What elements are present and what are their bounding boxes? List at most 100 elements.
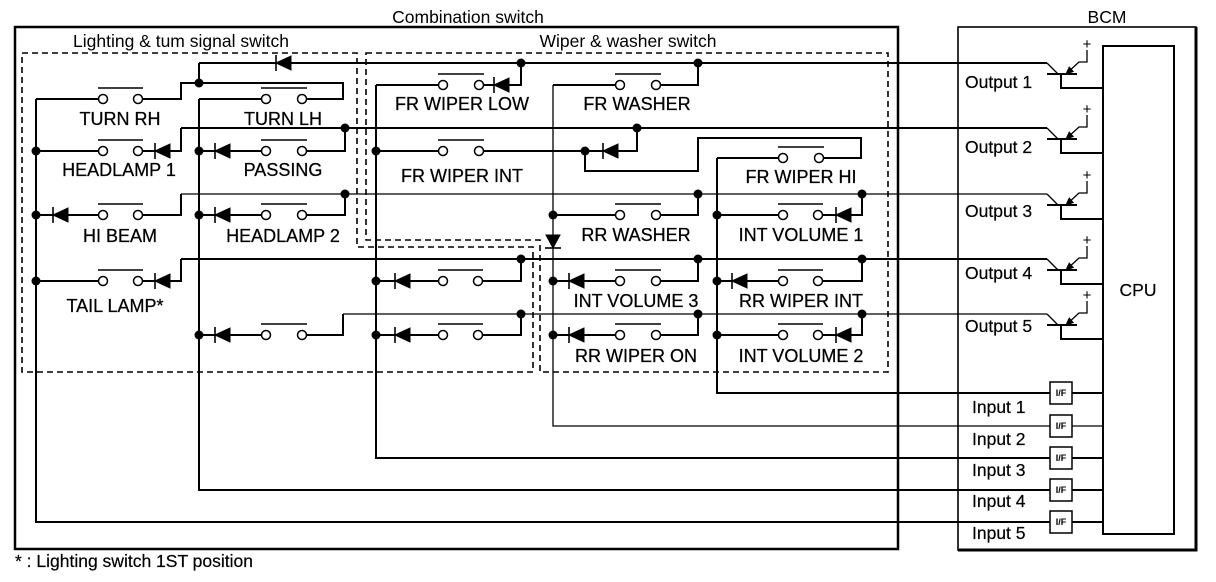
switch-contact [296, 145, 308, 157]
diode-triangle-icon [834, 207, 852, 223]
switch-contact [473, 145, 485, 157]
wiper-washer-switch-title: Wiper & washer switch [540, 31, 717, 51]
junction-dot [31, 276, 41, 286]
fr-wiper-low-diode [492, 77, 510, 93]
tail-lamp-switch [97, 269, 144, 287]
junction-dot [340, 123, 350, 133]
diode-triangle-icon [274, 55, 292, 71]
fr-wiper-hi-switch [777, 146, 825, 164]
int-volume-2-label: INT VOLUME 2 [739, 346, 864, 366]
junction-dot [693, 254, 703, 264]
diode-triangle-icon [492, 77, 510, 93]
input-4-label: Input 4 [972, 491, 1026, 511]
tail-lamp-label: TAIL LAMP* [66, 296, 163, 316]
rr-washer-wire [553, 194, 699, 216]
turn-rh-label: TURN RH [80, 109, 161, 129]
int-volume-3-diode [567, 273, 585, 289]
emitter-arrow-icon [1065, 66, 1075, 75]
junction-dot [712, 276, 722, 286]
junction-dot [516, 309, 526, 319]
interface-block-4 [1049, 478, 1073, 502]
junction-dot [857, 189, 867, 199]
switch-contact [777, 152, 789, 164]
switch-contact [437, 145, 449, 157]
int-volume-2-diode [834, 327, 852, 343]
switch-contact [614, 275, 626, 287]
output-4-transistor [1046, 246, 1103, 285]
junction-dot [712, 210, 722, 220]
fr-washer-wire [553, 63, 699, 86]
junction-dot [580, 146, 590, 156]
junction-dot [516, 254, 526, 264]
junction-dot [371, 146, 381, 156]
interface-block-4-label: I/F [1056, 485, 1067, 495]
transistor-collector [1046, 127, 1059, 140]
switch-contact [777, 209, 789, 221]
switch-contact [614, 329, 626, 341]
junction-dot [548, 210, 558, 220]
footnote: * : Lighting switch 1ST position [15, 551, 253, 571]
switch-contact [437, 329, 449, 341]
output-5-transistor [1046, 301, 1103, 340]
hi-beam-switch [97, 203, 144, 221]
diode-triangle-icon [213, 207, 231, 223]
supply-plus-output-1: + [1083, 36, 1092, 53]
switch-contact [777, 275, 789, 287]
junction-dot [632, 123, 642, 133]
output-2-transistor [1046, 115, 1103, 154]
switch-contact [260, 329, 272, 341]
diode-triangle-icon [51, 207, 69, 223]
junction-dot [857, 254, 867, 264]
diode-triangle-icon [730, 273, 748, 289]
input-5-label: Input 5 [972, 523, 1026, 543]
output-3-transistor [1046, 181, 1103, 220]
transistor-collector [1046, 193, 1059, 206]
supply-plus-output-2: + [1083, 101, 1092, 118]
int-volume-1-diode [834, 207, 852, 223]
input-3-line [375, 85, 1103, 459]
interface-block-2-label: I/F [1056, 421, 1067, 431]
headlamp-1-switch [97, 139, 144, 157]
bcm-title: BCM [1088, 7, 1127, 27]
switch-contact [812, 329, 824, 341]
switch-contact [812, 275, 824, 287]
switch-contact [260, 209, 272, 221]
input-2-line [552, 85, 1103, 427]
lighting-switch-6 [260, 323, 308, 341]
rr-wiper-int-switch [777, 269, 824, 287]
bcm-box-shadow-edge [958, 27, 1198, 552]
supply-plus-output-5: + [1083, 287, 1092, 304]
switch-contact [650, 329, 662, 341]
interface-block-1-label: I/F [1056, 388, 1067, 398]
wires-layer [35, 62, 1103, 523]
transistor-base-lead [1060, 74, 1103, 89]
interface-blocks: I/F I/F I/F I/F I/F [1049, 381, 1073, 534]
supply-plus-output-3: + [1083, 167, 1092, 184]
switch-contact [437, 275, 449, 287]
headlamp-2-diode [213, 207, 231, 223]
input-2-label: Input 2 [972, 429, 1026, 449]
switch-contact [97, 145, 109, 157]
hi-beam-diode [51, 207, 69, 223]
transistor-collector [1046, 62, 1059, 75]
diode-triangle-icon [601, 143, 619, 159]
switch-contact [650, 79, 662, 91]
fr-wiper-int-switch [437, 139, 485, 157]
transistor-emitter [1066, 181, 1088, 205]
switch-contact [777, 329, 789, 341]
switch-contact [473, 79, 485, 91]
switch-contact [437, 79, 449, 91]
lighting-turn-signal-switch-title: Lighting & tum signal switch [73, 31, 289, 51]
transistor-emitter [1066, 246, 1088, 270]
lighting-row-8-diode [393, 327, 411, 343]
lighting-row-7-diode [393, 273, 411, 289]
wiper-washer-switch-group [365, 52, 889, 373]
turn-lh-label: TURN LH [244, 109, 322, 129]
junction-dot [194, 330, 204, 340]
rr-wiper-int-diode [730, 273, 748, 289]
fr-washer-label: FR WASHER [583, 94, 690, 114]
input-3-label: Input 3 [972, 460, 1026, 480]
junction-dot [712, 330, 722, 340]
rr-wiper-int-label: RR WIPER INT [739, 291, 863, 311]
